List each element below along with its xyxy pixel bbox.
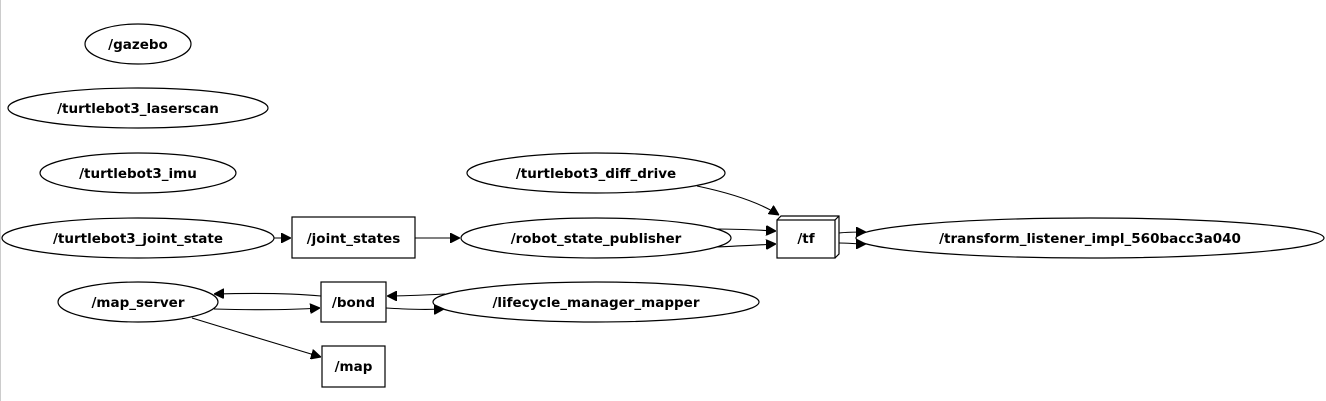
node-turtlebot3-laserscan[interactable]: /turtlebot3_laserscan	[7, 87, 269, 129]
edge-bond-to-map-server	[214, 293, 322, 296]
node-map-server[interactable]: /map_server	[57, 281, 219, 323]
node-label: /transform_listener_impl_560bacc3a040	[939, 231, 1241, 247]
edge-lifecycle-manager-to-bond	[387, 294, 446, 296]
node-label: /lifecycle_manager_mapper	[493, 295, 700, 311]
edge-tf-to-transform-listener-2	[838, 243, 866, 244]
node-label: /turtlebot3_laserscan	[57, 101, 219, 117]
edge-diff-drive-to-tf	[696, 185, 779, 215]
edge-map-server-to-map	[191, 317, 321, 357]
topic-bond[interactable]: /bond	[320, 281, 387, 323]
topic-map[interactable]: /map	[321, 345, 386, 388]
topic-joint-states[interactable]: /joint_states	[291, 216, 416, 259]
node-label: /turtlebot3_diff_drive	[516, 166, 676, 182]
edge-robot-state-publisher-to-tf-1	[715, 229, 776, 231]
edge-tf-to-transform-listener-1	[838, 232, 866, 233]
node-label: /turtlebot3_imu	[79, 166, 197, 182]
node-turtlebot3-diff-drive[interactable]: /turtlebot3_diff_drive	[466, 152, 726, 194]
node-transform-listener[interactable]: /transform_listener_impl_560bacc3a040	[855, 217, 1325, 259]
topic-label: /tf	[797, 231, 814, 247]
node-turtlebot3-imu[interactable]: /turtlebot3_imu	[39, 152, 237, 194]
edge-map-server-to-bond	[213, 308, 320, 310]
topic-label: /joint_states	[307, 231, 401, 247]
node-turtlebot3-joint-state[interactable]: /turtlebot3_joint_state	[1, 217, 275, 259]
node-label: /robot_state_publisher	[511, 231, 682, 247]
topic-tf[interactable]: /tf	[776, 215, 840, 259]
node-robot-state-publisher[interactable]: /robot_state_publisher	[460, 217, 732, 259]
topic-label: /map	[335, 359, 373, 375]
node-label: /gazebo	[108, 37, 168, 53]
node-gazebo[interactable]: /gazebo	[84, 23, 192, 65]
node-label: /map_server	[92, 295, 185, 311]
edge-robot-state-publisher-to-tf-2	[715, 244, 776, 247]
edge-bond-to-lifecycle-manager	[385, 308, 444, 309]
node-label: /turtlebot3_joint_state	[53, 231, 223, 247]
node-lifecycle-manager-mapper[interactable]: /lifecycle_manager_mapper	[432, 281, 760, 323]
topic-label: /bond	[332, 295, 375, 311]
